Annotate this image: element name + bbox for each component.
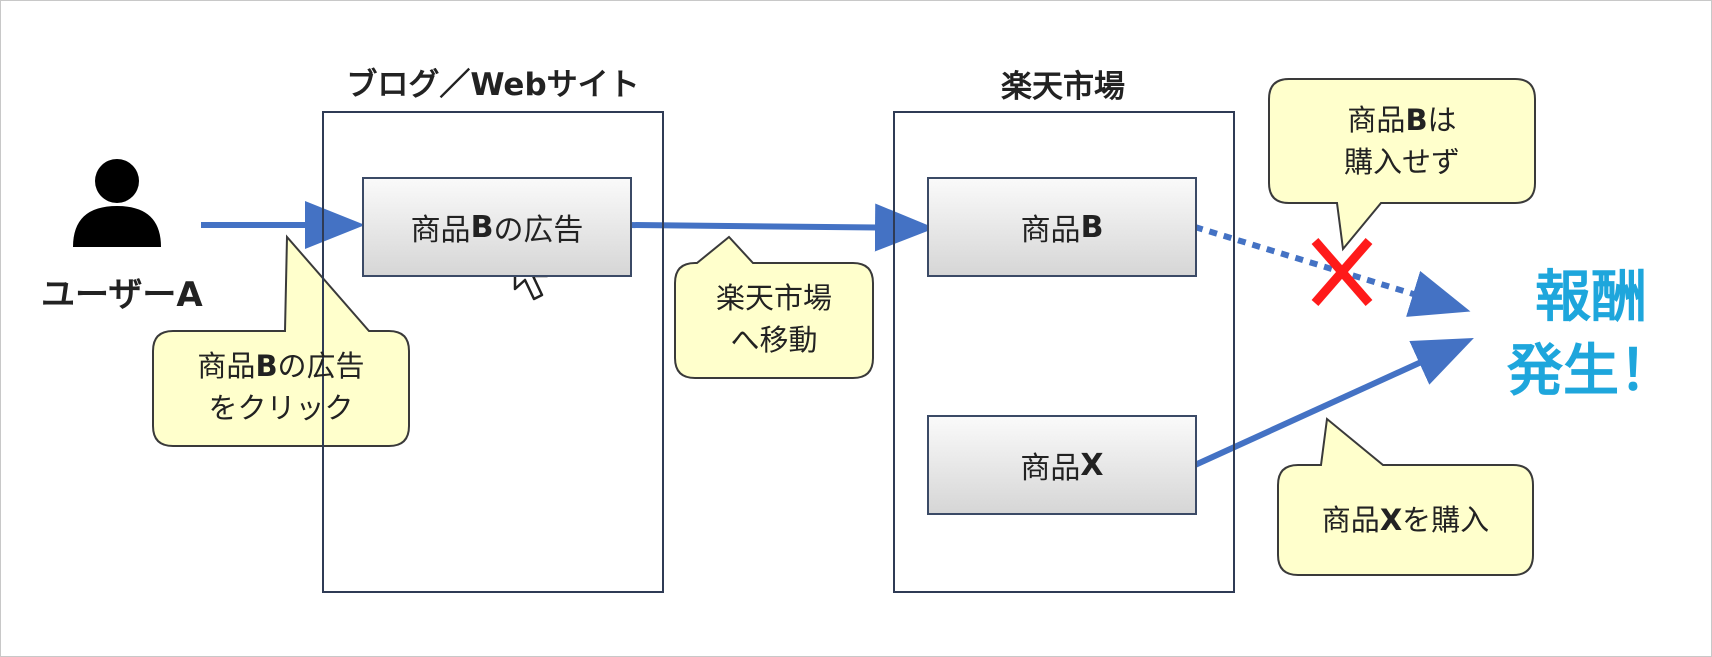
callout-click-line1-prefix: 商品 — [197, 349, 256, 383]
callout-click-line2: をクリック — [208, 391, 354, 425]
callout-move-text: 楽天市場 へ移動 — [675, 277, 873, 361]
arrow-product-x-to-reward — [1193, 338, 1474, 468]
callout-bought-x-suffix: を購入 — [1402, 503, 1490, 537]
callout-not-bought-line1-bold: B — [1405, 103, 1428, 137]
ad-box-prefix: 商品 — [410, 213, 471, 248]
section-title-rakuten: 楽天市場 — [1001, 69, 1125, 105]
callout-bought-x-text: 商品Xを購入 — [1278, 499, 1533, 541]
reward-text: 報酬 発生！ — [1491, 261, 1691, 409]
rakuten-market-panel — [893, 111, 1235, 593]
reward-line1: 報酬 — [1535, 265, 1647, 330]
callout-move-shape — [674, 235, 874, 379]
product-b-bold: B — [1080, 209, 1104, 245]
product-b-prefix: 商品 — [1020, 213, 1081, 248]
callout-bought-x-prefix: 商品 — [1321, 503, 1380, 537]
blog-website-panel — [322, 111, 664, 593]
section-title-blog: ブログ／Webサイト — [346, 67, 640, 103]
user-label: ユーザーA — [41, 275, 203, 315]
user-person-icon — [73, 159, 161, 247]
callout-click-line1-bold: B — [255, 349, 278, 383]
callout-not-bought-text: 商品Bは 購入せず — [1269, 99, 1535, 183]
arrow-product-b-to-reward-dashed — [1194, 224, 1471, 317]
ad-box-bold: B — [470, 209, 494, 245]
reward-line2: 発生！ — [1507, 339, 1675, 404]
ad-box-suffix: の広告 — [493, 213, 584, 248]
callout-not-bought-line1-prefix: 商品 — [1347, 103, 1406, 137]
product-x-bold: X — [1080, 447, 1104, 483]
callout-move-line1: 楽天市場 — [715, 281, 832, 315]
callout-click-text: 商品Bの広告 をクリック — [153, 345, 409, 429]
red-cross-icon — [1311, 238, 1373, 306]
callout-not-bought-line1-suffix: は — [1427, 103, 1457, 137]
callout-not-bought-line2: 購入せず — [1343, 145, 1460, 179]
callout-move-line2: へ移動 — [730, 323, 818, 357]
callout-bought-x-bold: X — [1379, 503, 1403, 537]
callout-bought-x-shape — [1277, 417, 1534, 576]
product-x-prefix: 商品 — [1020, 451, 1081, 486]
callout-click-shape — [152, 234, 410, 447]
callout-click-line1-suffix: の広告 — [277, 349, 365, 383]
arrow-ad-to-product-b — [628, 203, 935, 252]
callout-not-bought-shape — [1268, 78, 1536, 252]
